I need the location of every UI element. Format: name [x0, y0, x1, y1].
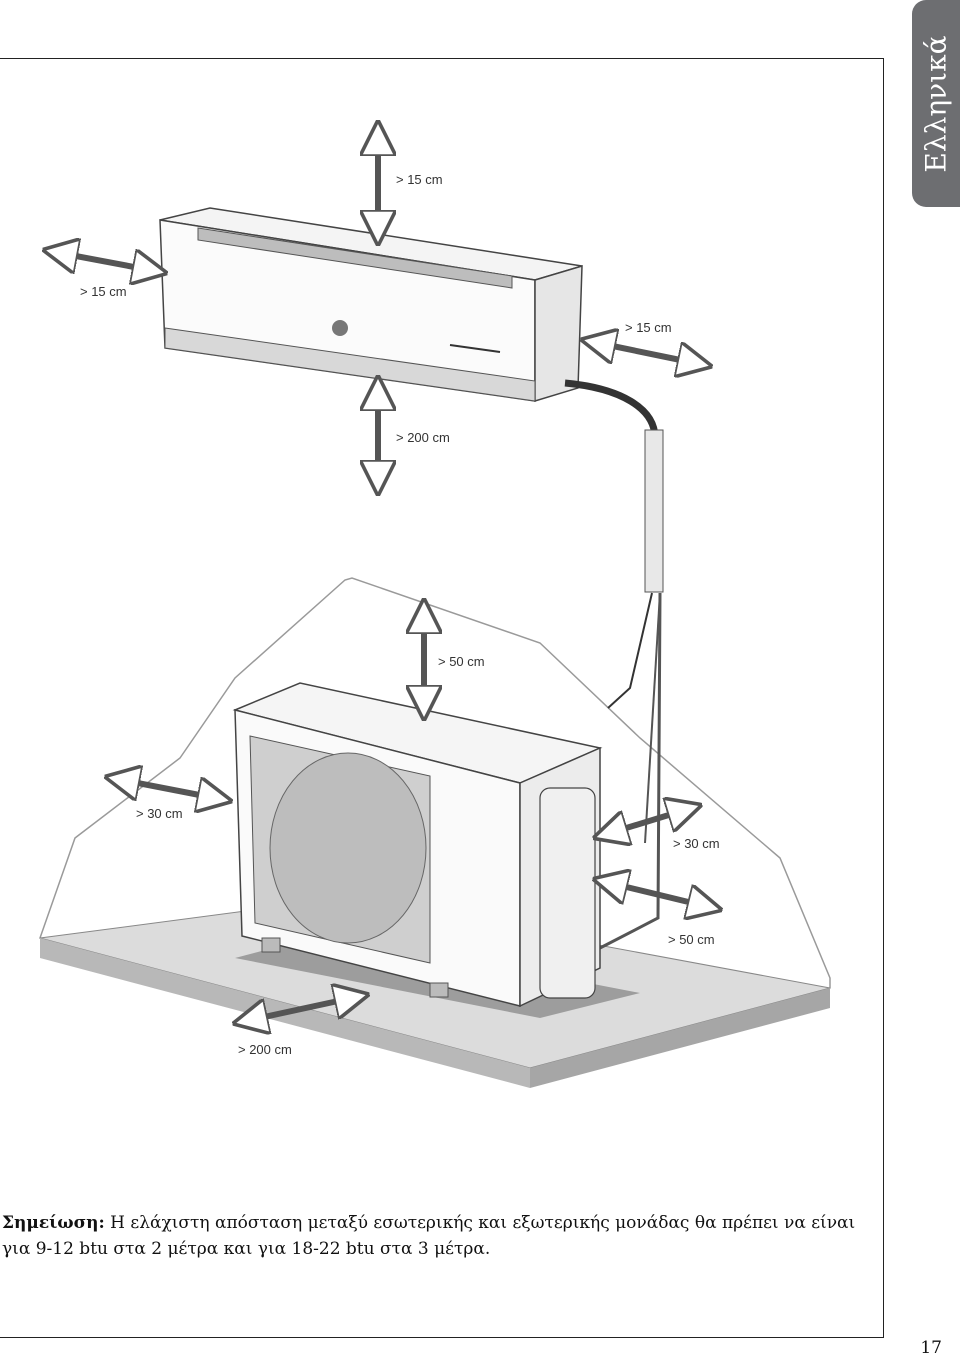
language-label: Ελληνικά: [919, 34, 953, 173]
ground-slab-edge-right: [530, 988, 830, 1088]
dim-indoor-left: > 15 cm: [80, 284, 127, 299]
dim-indoor-top: > 15 cm: [396, 172, 443, 187]
note-label: Σημείωση:: [2, 1213, 105, 1233]
dim-outdoor-left: > 30 cm: [136, 806, 183, 821]
dim-outdoor-right-back: > 30 cm: [673, 836, 720, 851]
power-cable: [607, 592, 653, 709]
dim-indoor-right: > 15 cm: [625, 320, 672, 335]
page-number: 17: [920, 1338, 942, 1358]
dim-outdoor-front: > 200 cm: [238, 1042, 292, 1057]
dim-outdoor-top: > 50 cm: [438, 654, 485, 669]
indoor-unit: [159, 207, 583, 403]
dim-indoor-bottom: > 200 cm: [396, 430, 450, 445]
installation-note: Σημείωση: Η ελάχιστη απόσταση μεταξύ εσω…: [2, 1210, 872, 1262]
note-text: Η ελάχιστη απόσταση μεταξύ εσωτερικής κα…: [2, 1213, 856, 1259]
installation-diagram: > 15 cm > 15 cm > 15 cm > 200 cm > 50 cm…: [0, 58, 831, 1088]
content-frame: [0, 58, 884, 1338]
pipe-insulation: [644, 429, 664, 593]
language-tab: Ελληνικά: [912, 0, 960, 207]
outdoor-unit: [232, 682, 603, 1008]
clearance-arrows: [60, 138, 705, 1020]
refrigerant-pipe: [564, 379, 659, 588]
dim-outdoor-right-side: > 50 cm: [668, 932, 715, 947]
